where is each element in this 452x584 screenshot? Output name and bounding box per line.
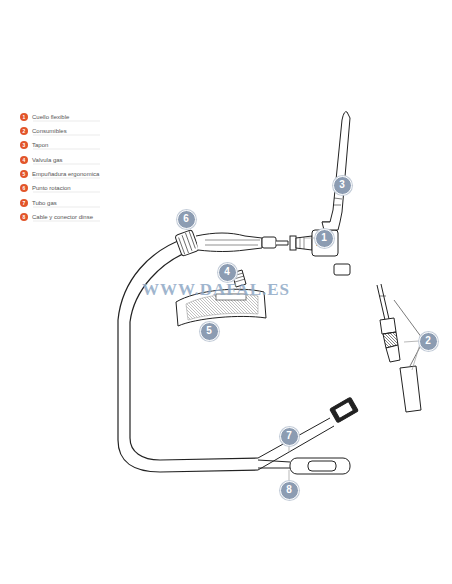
callout-number: 2: [425, 336, 431, 346]
legend-text: Consumibles: [32, 128, 67, 134]
legend-text: Tubo gas: [32, 200, 57, 206]
legend-number: 7: [20, 199, 28, 207]
legend-number: 8: [20, 213, 28, 221]
callout-circle: 2: [419, 332, 438, 351]
callout-number: 5: [206, 326, 212, 336]
callout-circle: 3: [333, 176, 352, 195]
callout-circle: 6: [177, 210, 196, 229]
legend-number: 4: [20, 156, 28, 164]
legend-text: Cuello flexible: [32, 114, 69, 120]
callout-number: 6: [183, 214, 189, 224]
legend-item: 8 Cable y conector dinse: [20, 213, 93, 221]
legend-number: 1: [20, 113, 28, 121]
legend-text: Tapon: [32, 142, 48, 148]
callout-number: 1: [321, 233, 327, 243]
legend-item: 5 Empuñadura ergonomica: [20, 170, 99, 178]
legend-text: Empuñadura ergonomica: [32, 171, 99, 177]
legend-item: 2 Consumibles: [20, 127, 67, 135]
callout-number: 8: [286, 485, 292, 495]
legend-text: Punto rotacion: [32, 185, 71, 191]
callout-circle: 5: [200, 322, 219, 341]
callout-circle: 4: [218, 263, 237, 282]
legend-item: 3 Tapon: [20, 141, 48, 149]
legend-text: Valvula gas: [32, 157, 63, 163]
legend-item: 4 Valvula gas: [20, 156, 63, 164]
callout-circle: 1: [315, 229, 334, 248]
legend-number: 3: [20, 141, 28, 149]
legend-item: 6 Punto rotacion: [20, 184, 71, 192]
legend-text: Cable y conector dinse: [32, 214, 93, 220]
legend-number: 5: [20, 170, 28, 178]
legend-number: 2: [20, 127, 28, 135]
callout-circle: 8: [280, 481, 299, 500]
legend-item: 7 Tubo gas: [20, 199, 57, 207]
legend-item: 1 Cuello flexible: [20, 113, 69, 121]
callout-circle: 7: [280, 427, 299, 446]
watermark: WWW.DAFAL.ES: [142, 280, 290, 300]
callout-number: 3: [339, 180, 345, 190]
callout-number: 7: [286, 431, 292, 441]
callout-number: 4: [224, 267, 230, 277]
legend-number: 6: [20, 184, 28, 192]
